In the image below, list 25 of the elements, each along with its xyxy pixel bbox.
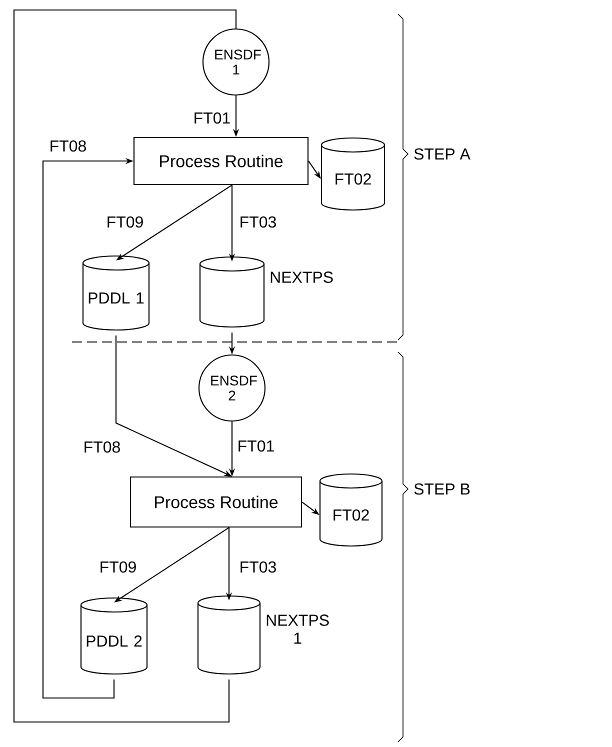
node-label: FT02: [336, 173, 371, 185]
edge-label: FT03: [240, 561, 276, 573]
node-label: PDDL 2: [86, 635, 142, 647]
step-label: STEP A: [414, 148, 470, 160]
node-label: PDDL 1: [88, 292, 144, 304]
node-label: FT02: [334, 509, 369, 521]
storage-cylinder: PDDL 2: [80, 597, 148, 675]
edge-label: FT01: [238, 440, 274, 452]
cylinder-label: NEXTPS 1: [266, 614, 329, 644]
step-label: STEP B: [414, 483, 470, 495]
process-box: Process Routine: [130, 476, 302, 528]
storage-cylinder: FT02: [320, 137, 386, 211]
edge-label: FT03: [240, 216, 276, 228]
edge-label: FT09: [100, 561, 136, 573]
edge-label: FT09: [108, 216, 143, 228]
edge-label: FT08: [50, 140, 86, 152]
storage-cylinder: FT02: [319, 473, 383, 547]
cylinder-label: NEXTPS: [270, 272, 333, 283]
storage-cylinder: [197, 595, 261, 675]
process-box: Process Routine: [133, 136, 309, 186]
storage-cylinder: [199, 256, 265, 328]
connector-line: [13, 9, 237, 723]
storage-cylinder: PDDL 1: [82, 255, 150, 331]
edge-label: FT01: [194, 112, 230, 124]
edge-label: FT08: [84, 441, 120, 453]
